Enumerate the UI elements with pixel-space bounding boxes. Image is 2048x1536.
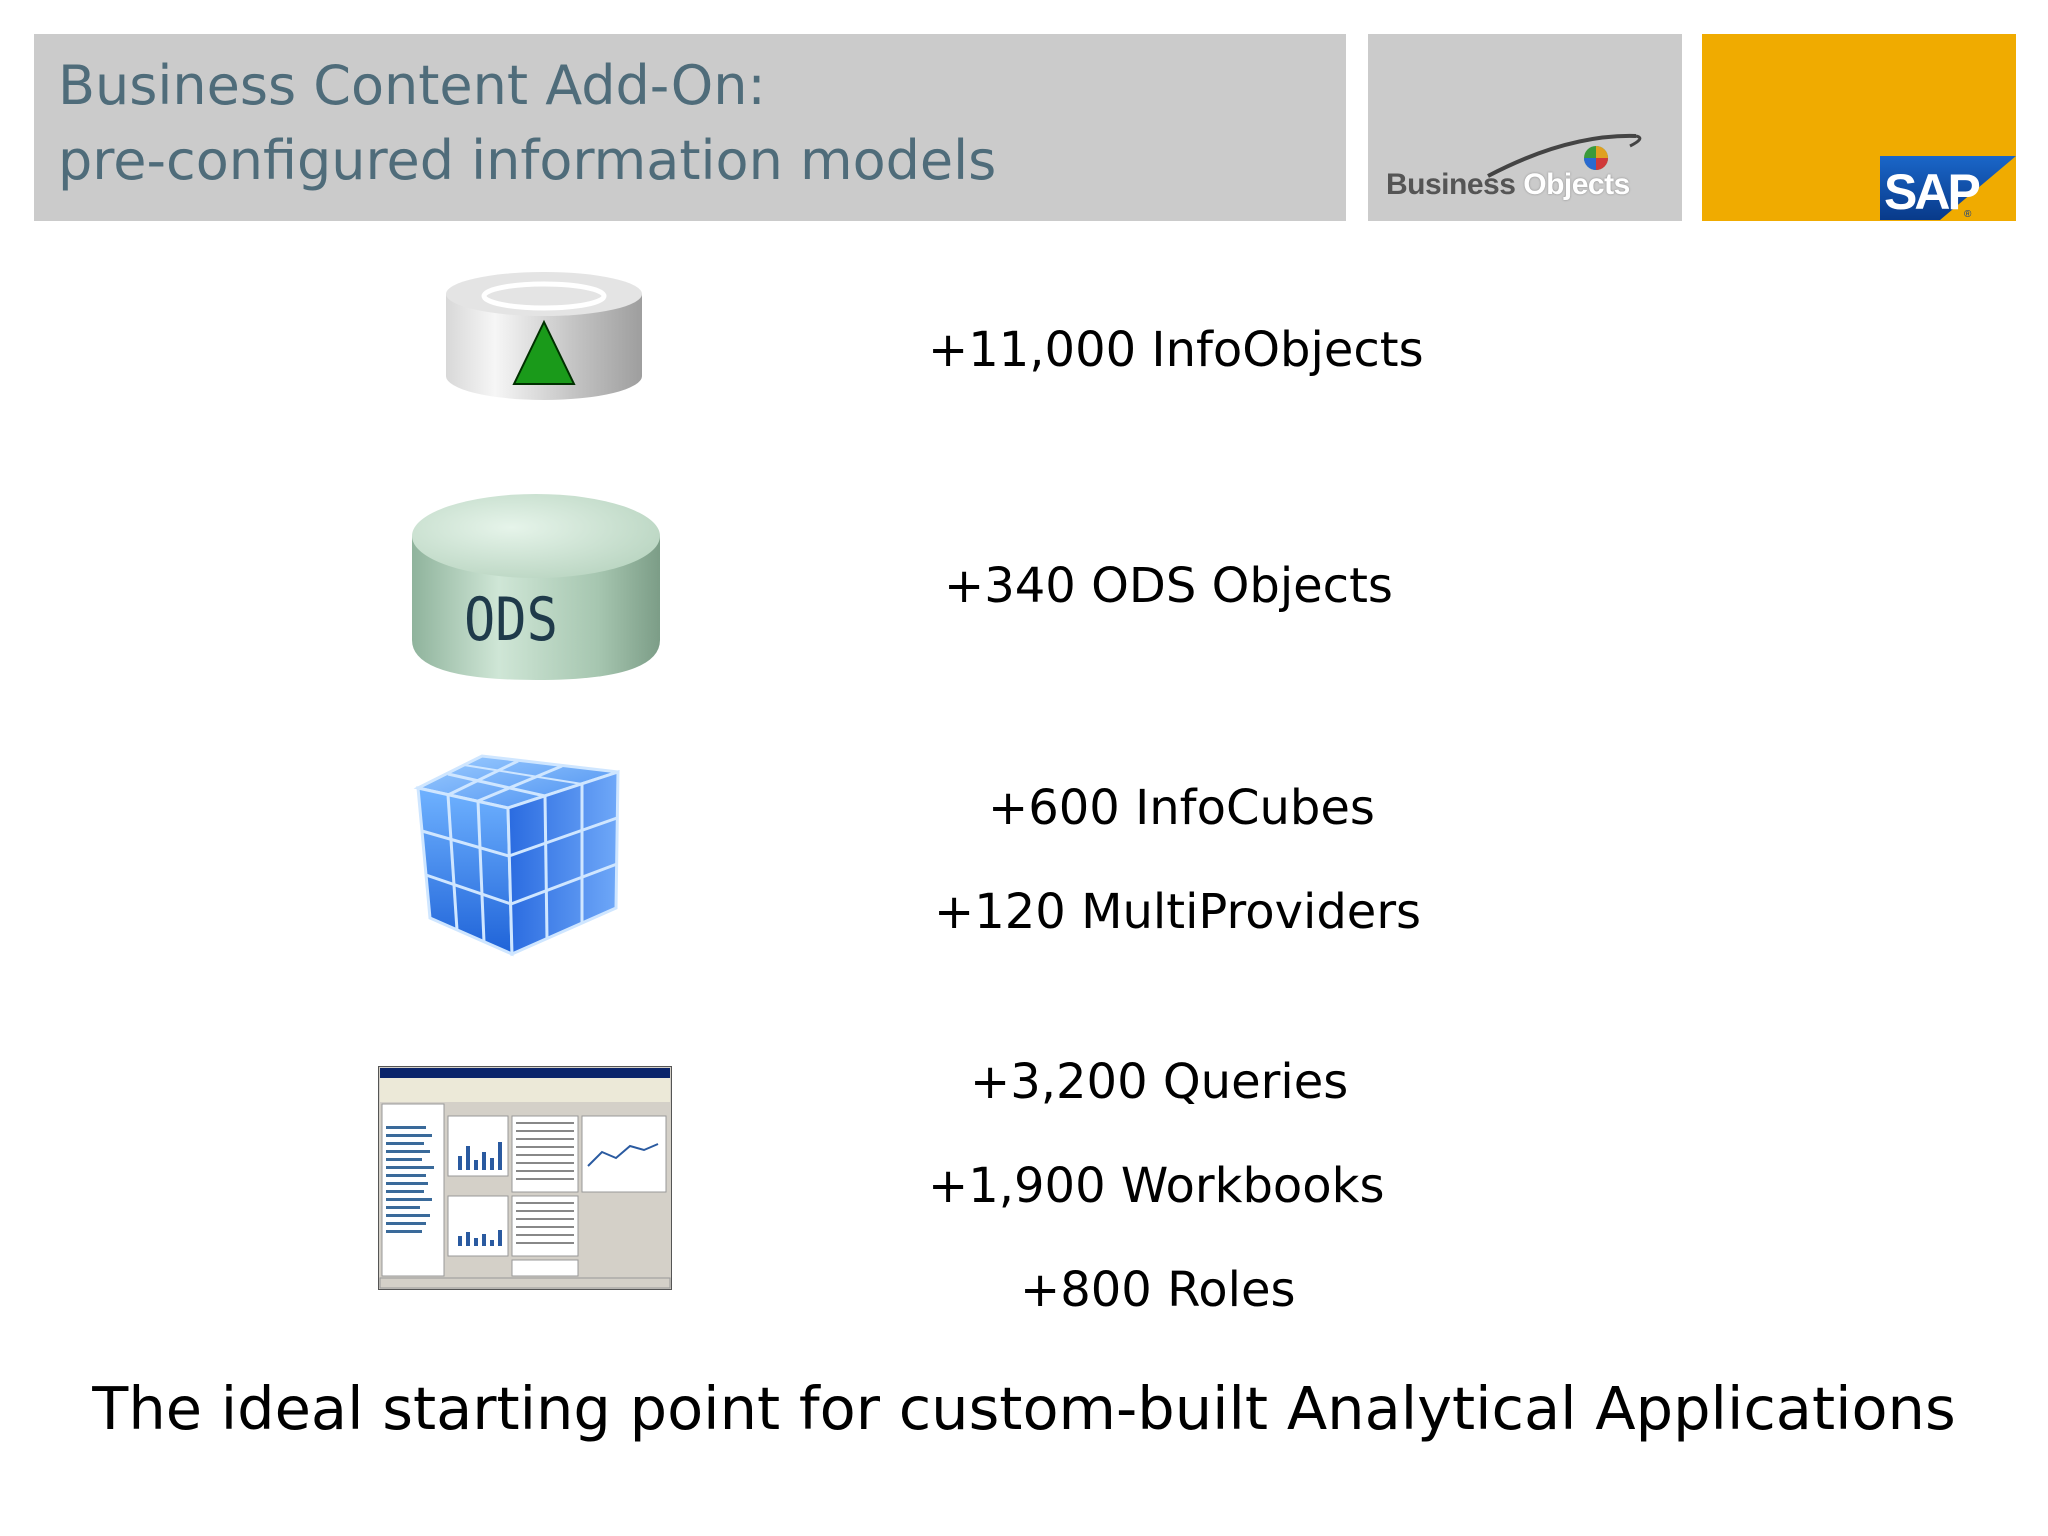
footer-tagline: The ideal starting point for custom-buil… xyxy=(92,1374,1956,1443)
svg-text:®: ® xyxy=(1964,209,1972,220)
business-objects-logo: Business Objects xyxy=(1368,34,1682,221)
business-objects-word1: Business xyxy=(1386,168,1516,201)
infoobject-cylinder-icon xyxy=(446,272,642,400)
stat-queries: +3,200 Queries xyxy=(970,1054,1349,1110)
stat-infoobjects: +11,000 InfoObjects xyxy=(928,322,1424,378)
infocube-icon xyxy=(413,754,620,957)
ods-label: ODS xyxy=(464,585,558,654)
sap-accent-band: SAP ® xyxy=(1702,34,2016,221)
slide-title-line-1: Business Content Add-On: xyxy=(58,54,766,117)
slide-title-line-2: pre-configured information models xyxy=(58,129,997,192)
sap-logo: SAP ® xyxy=(1880,156,2016,220)
business-objects-wordmark: Business Objects xyxy=(1386,168,1630,202)
stat-workbooks: +1,900 Workbooks xyxy=(928,1158,1385,1214)
stat-ods-objects: +340 ODS Objects xyxy=(944,558,1393,614)
title-band: Business Content Add-On: pre-configured … xyxy=(34,34,1346,221)
stat-roles: +800 Roles xyxy=(1020,1262,1296,1318)
ods-database-icon: ODS xyxy=(412,494,660,680)
stat-infocubes: +600 InfoCubes xyxy=(988,780,1375,836)
stat-multiproviders: +120 MultiProviders xyxy=(934,884,1422,940)
business-objects-word2: Objects xyxy=(1523,168,1630,201)
sap-logo-text: SAP xyxy=(1884,164,1979,220)
business-objects-swoosh-icon xyxy=(1487,133,1642,178)
query-screenshot-icon xyxy=(378,1066,672,1290)
